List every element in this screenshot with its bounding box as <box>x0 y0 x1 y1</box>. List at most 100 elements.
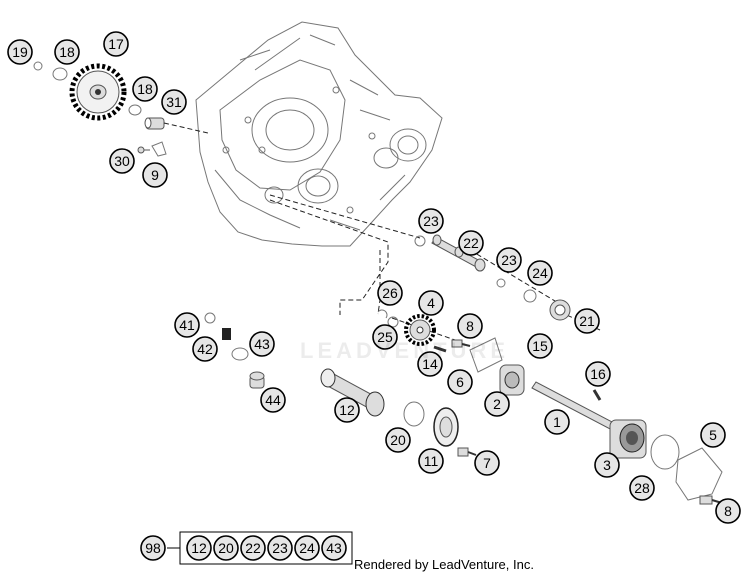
callout-24[interactable]: 24 <box>527 260 553 286</box>
svg-text:43: 43 <box>326 540 342 556</box>
callout-23-b[interactable]: 23 <box>496 247 522 273</box>
svg-text:5: 5 <box>709 427 717 443</box>
callout-17[interactable]: 17 <box>103 31 129 57</box>
callout-5[interactable]: 5 <box>700 422 726 448</box>
filter-cover-part <box>433 407 459 447</box>
svg-text:23: 23 <box>423 213 439 229</box>
spring-part <box>222 328 231 340</box>
svg-text:9: 9 <box>151 167 159 183</box>
svg-text:11: 11 <box>424 453 439 469</box>
filter-o-ring-part <box>403 401 425 427</box>
callout-20[interactable]: 20 <box>385 427 411 453</box>
svg-text:8: 8 <box>724 503 732 519</box>
callout-7[interactable]: 7 <box>474 450 500 476</box>
svg-text:2: 2 <box>493 396 501 412</box>
callout-43[interactable]: 43 <box>249 331 275 357</box>
callout-28[interactable]: 28 <box>629 475 655 501</box>
svg-text:42: 42 <box>197 341 213 357</box>
svg-text:18: 18 <box>137 81 153 97</box>
shaft-part <box>431 234 486 272</box>
svg-text:6: 6 <box>456 374 464 390</box>
callout-30[interactable]: 30 <box>109 148 135 174</box>
footer-credit: Rendered by LeadVenture, Inc. <box>354 557 534 572</box>
pump-housing-part <box>609 419 647 459</box>
callout-42[interactable]: 42 <box>192 336 218 362</box>
callout-23[interactable]: 23 <box>418 208 444 234</box>
svg-text:23: 23 <box>501 252 517 268</box>
callout-8-b[interactable]: 8 <box>715 498 741 524</box>
callout-6[interactable]: 6 <box>447 369 473 395</box>
svg-text:14: 14 <box>422 356 438 372</box>
callout-9[interactable]: 9 <box>142 162 168 188</box>
o-ring-part-2 <box>496 278 506 288</box>
kit-item-43[interactable]: 43 <box>321 535 347 561</box>
callout-31[interactable]: 31 <box>161 89 187 115</box>
svg-text:20: 20 <box>390 432 406 448</box>
svg-text:3: 3 <box>603 457 611 473</box>
dowel-pin-part <box>433 345 447 353</box>
svg-text:8: 8 <box>466 318 474 334</box>
svg-text:41: 41 <box>179 317 195 333</box>
pump-cover-part <box>675 447 723 501</box>
svg-text:22: 22 <box>245 540 261 556</box>
svg-text:22: 22 <box>463 235 479 251</box>
callout-22[interactable]: 22 <box>458 230 484 256</box>
kit-item-24[interactable]: 24 <box>294 535 320 561</box>
callout-8[interactable]: 8 <box>457 313 483 339</box>
ball-part <box>204 312 216 324</box>
clip-part <box>377 309 388 319</box>
svg-text:19: 19 <box>12 44 28 60</box>
svg-text:12: 12 <box>339 402 355 418</box>
svg-text:43: 43 <box>254 336 270 352</box>
callout-3[interactable]: 3 <box>594 452 620 478</box>
svg-text:16: 16 <box>590 366 606 382</box>
callout-18[interactable]: 18 <box>54 39 80 65</box>
oil-filter-part <box>320 368 385 417</box>
callout-41[interactable]: 41 <box>174 312 200 338</box>
filter-screw-part <box>457 447 477 457</box>
svg-text:26: 26 <box>382 285 398 301</box>
callout-14[interactable]: 14 <box>417 351 443 377</box>
callout-25[interactable]: 25 <box>372 324 398 350</box>
svg-text:17: 17 <box>108 36 124 52</box>
washer-part-25 <box>387 316 399 328</box>
svg-text:12: 12 <box>191 540 207 556</box>
gear-part <box>69 63 127 121</box>
washer-part <box>523 289 537 303</box>
kit-item-20[interactable]: 20 <box>213 535 239 561</box>
svg-text:44: 44 <box>265 392 281 408</box>
callout-1[interactable]: 1 <box>544 409 570 435</box>
callout-44[interactable]: 44 <box>260 387 286 413</box>
kit-item-22[interactable]: 22 <box>240 535 266 561</box>
svg-text:4: 4 <box>427 295 435 311</box>
callout-15[interactable]: 15 <box>527 333 553 359</box>
cover-plate-part <box>469 337 503 373</box>
callout-21[interactable]: 21 <box>574 308 600 334</box>
callout-kit-98[interactable]: 98 <box>140 535 166 561</box>
callout-12[interactable]: 12 <box>334 397 360 423</box>
o-ring-part <box>414 235 426 247</box>
kit-bracket <box>167 531 353 565</box>
svg-text:18: 18 <box>59 44 75 60</box>
svg-text:21: 21 <box>579 313 595 329</box>
callout-16[interactable]: 16 <box>585 361 611 387</box>
callout-11[interactable]: 11 <box>418 448 444 474</box>
svg-text:20: 20 <box>218 540 234 556</box>
svg-text:25: 25 <box>377 329 393 345</box>
kit-item-23[interactable]: 23 <box>267 535 293 561</box>
callout-2[interactable]: 2 <box>484 391 510 417</box>
pin-16-part <box>592 389 602 401</box>
callout-18-b[interactable]: 18 <box>132 76 158 102</box>
kit-item-12[interactable]: 12 <box>186 535 212 561</box>
svg-text:28: 28 <box>634 480 650 496</box>
svg-text:98: 98 <box>145 540 161 556</box>
svg-text:23: 23 <box>272 540 288 556</box>
crankcase-drawing <box>195 21 443 247</box>
svg-text:24: 24 <box>299 540 315 556</box>
svg-text:30: 30 <box>114 153 130 169</box>
screw-and-bracket <box>137 141 167 157</box>
callout-4[interactable]: 4 <box>418 290 444 316</box>
callout-19[interactable]: 19 <box>7 39 33 65</box>
o-ring-28-part <box>650 434 680 470</box>
callout-26[interactable]: 26 <box>377 280 403 306</box>
